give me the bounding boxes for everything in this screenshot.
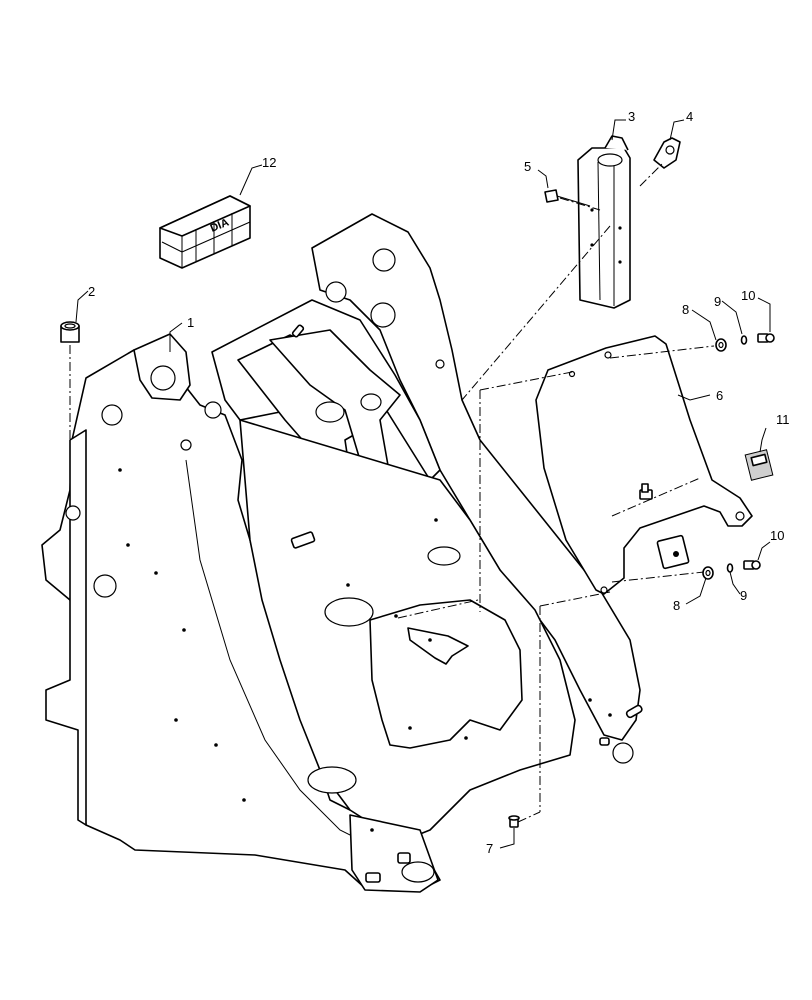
- assembly-line-7: [517, 811, 541, 823]
- assembly-line-5: [559, 197, 601, 211]
- callout-4: 4: [686, 109, 693, 124]
- callout-5: 5: [524, 159, 531, 174]
- callout-12: 12: [262, 155, 276, 170]
- lock-washer-lower: [726, 563, 734, 573]
- shield-plate: [535, 335, 753, 595]
- callout-2: 2: [88, 284, 95, 299]
- screw-upper: [757, 333, 775, 343]
- bushing: [60, 321, 80, 508]
- callout-1: 1: [187, 315, 194, 330]
- assembly-line-11: [611, 477, 701, 517]
- callout-8-lower: 8: [673, 598, 680, 613]
- washer-lower: [702, 566, 714, 580]
- callout-10-lower: 10: [770, 528, 784, 543]
- bolt: [544, 189, 591, 207]
- lock-washer-upper: [740, 335, 748, 345]
- assembly-line-6g: [397, 599, 479, 619]
- callout-3: 3: [628, 109, 635, 124]
- washer-upper: [715, 338, 727, 352]
- decal: [744, 449, 774, 481]
- assembly-line-6d: [479, 371, 573, 391]
- callout-9-lower: 9: [740, 588, 747, 603]
- assembly-line-3: [461, 225, 611, 401]
- hose-clip: [653, 137, 681, 169]
- screw-lower: [743, 560, 761, 570]
- assembly-line-6b: [611, 571, 705, 583]
- callout-7: 7: [486, 841, 493, 856]
- assembly-line-6f: [539, 591, 611, 607]
- loader-frame: [41, 213, 643, 893]
- callout-6: 6: [716, 388, 723, 403]
- mounting-bracket: [577, 135, 631, 309]
- assembly-line-4: [639, 161, 665, 187]
- callout-10-upper: 10: [741, 288, 755, 303]
- callout-11: 11: [776, 412, 790, 427]
- assembly-line-6a: [609, 345, 715, 359]
- callout-8-upper: 8: [682, 302, 689, 317]
- shipping-crate: DIA: [159, 195, 251, 269]
- grease-fitting: [508, 815, 520, 828]
- leader-lines: [75, 119, 771, 849]
- callout-9-upper: 9: [714, 294, 721, 309]
